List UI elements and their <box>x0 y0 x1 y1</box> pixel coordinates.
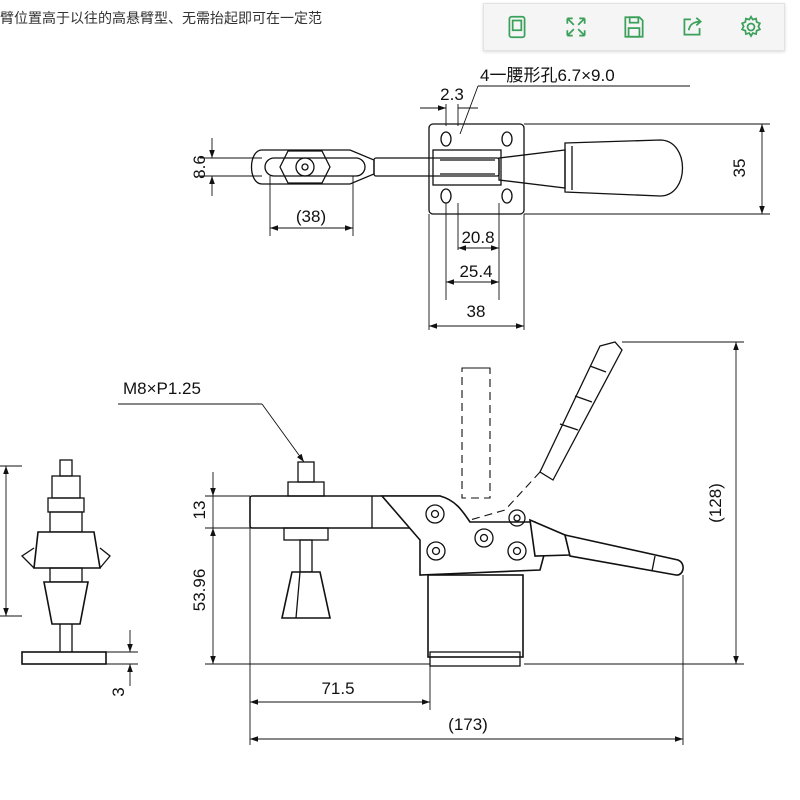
dim-128: (128) <box>706 483 725 523</box>
settings-button[interactable] <box>731 7 771 47</box>
description-text: 臂位置高于以往的高悬臂型、无需抬起即可在一定范 <box>0 10 322 26</box>
dim-3: 3 <box>109 687 128 696</box>
dim-8-6: 8.6 <box>190 155 209 179</box>
dim-71-5: 71.5 <box>321 679 354 698</box>
settings-icon <box>740 15 761 38</box>
dim-35: 35 <box>730 159 749 178</box>
page-icon <box>508 15 526 39</box>
image-toolbar <box>483 3 785 51</box>
dim-38: 38 <box>467 302 486 321</box>
page-button[interactable] <box>497 7 537 47</box>
share-icon <box>683 17 703 36</box>
fullscreen-button[interactable] <box>556 7 596 47</box>
save-button[interactable] <box>614 7 654 47</box>
share-button[interactable] <box>672 7 712 47</box>
dim-38-spindle: (38) <box>296 207 326 226</box>
dim-53-96: 53.96 <box>190 569 209 612</box>
top-view: 2.3 4一腰形孔6.7×9.0 8.6 (38) 20.8 25.4 38 3… <box>190 66 770 330</box>
dim-13: 13 <box>190 501 209 520</box>
dim-173: (173) <box>448 715 488 734</box>
side-view: M8×P1.25 13 53.96 (128) 71.5 (173) <box>118 341 744 745</box>
slot-holes-label: 4一腰形孔6.7×9.0 <box>480 66 615 85</box>
thread-label: M8×P1.25 <box>123 379 201 398</box>
fullscreen-icon <box>566 17 586 37</box>
front-view: 3 <box>0 459 138 697</box>
dim-2-3: 2.3 <box>440 85 464 104</box>
save-icon <box>624 16 644 38</box>
dim-25-4: 25.4 <box>459 262 492 281</box>
dim-20-8: 20.8 <box>461 228 494 247</box>
